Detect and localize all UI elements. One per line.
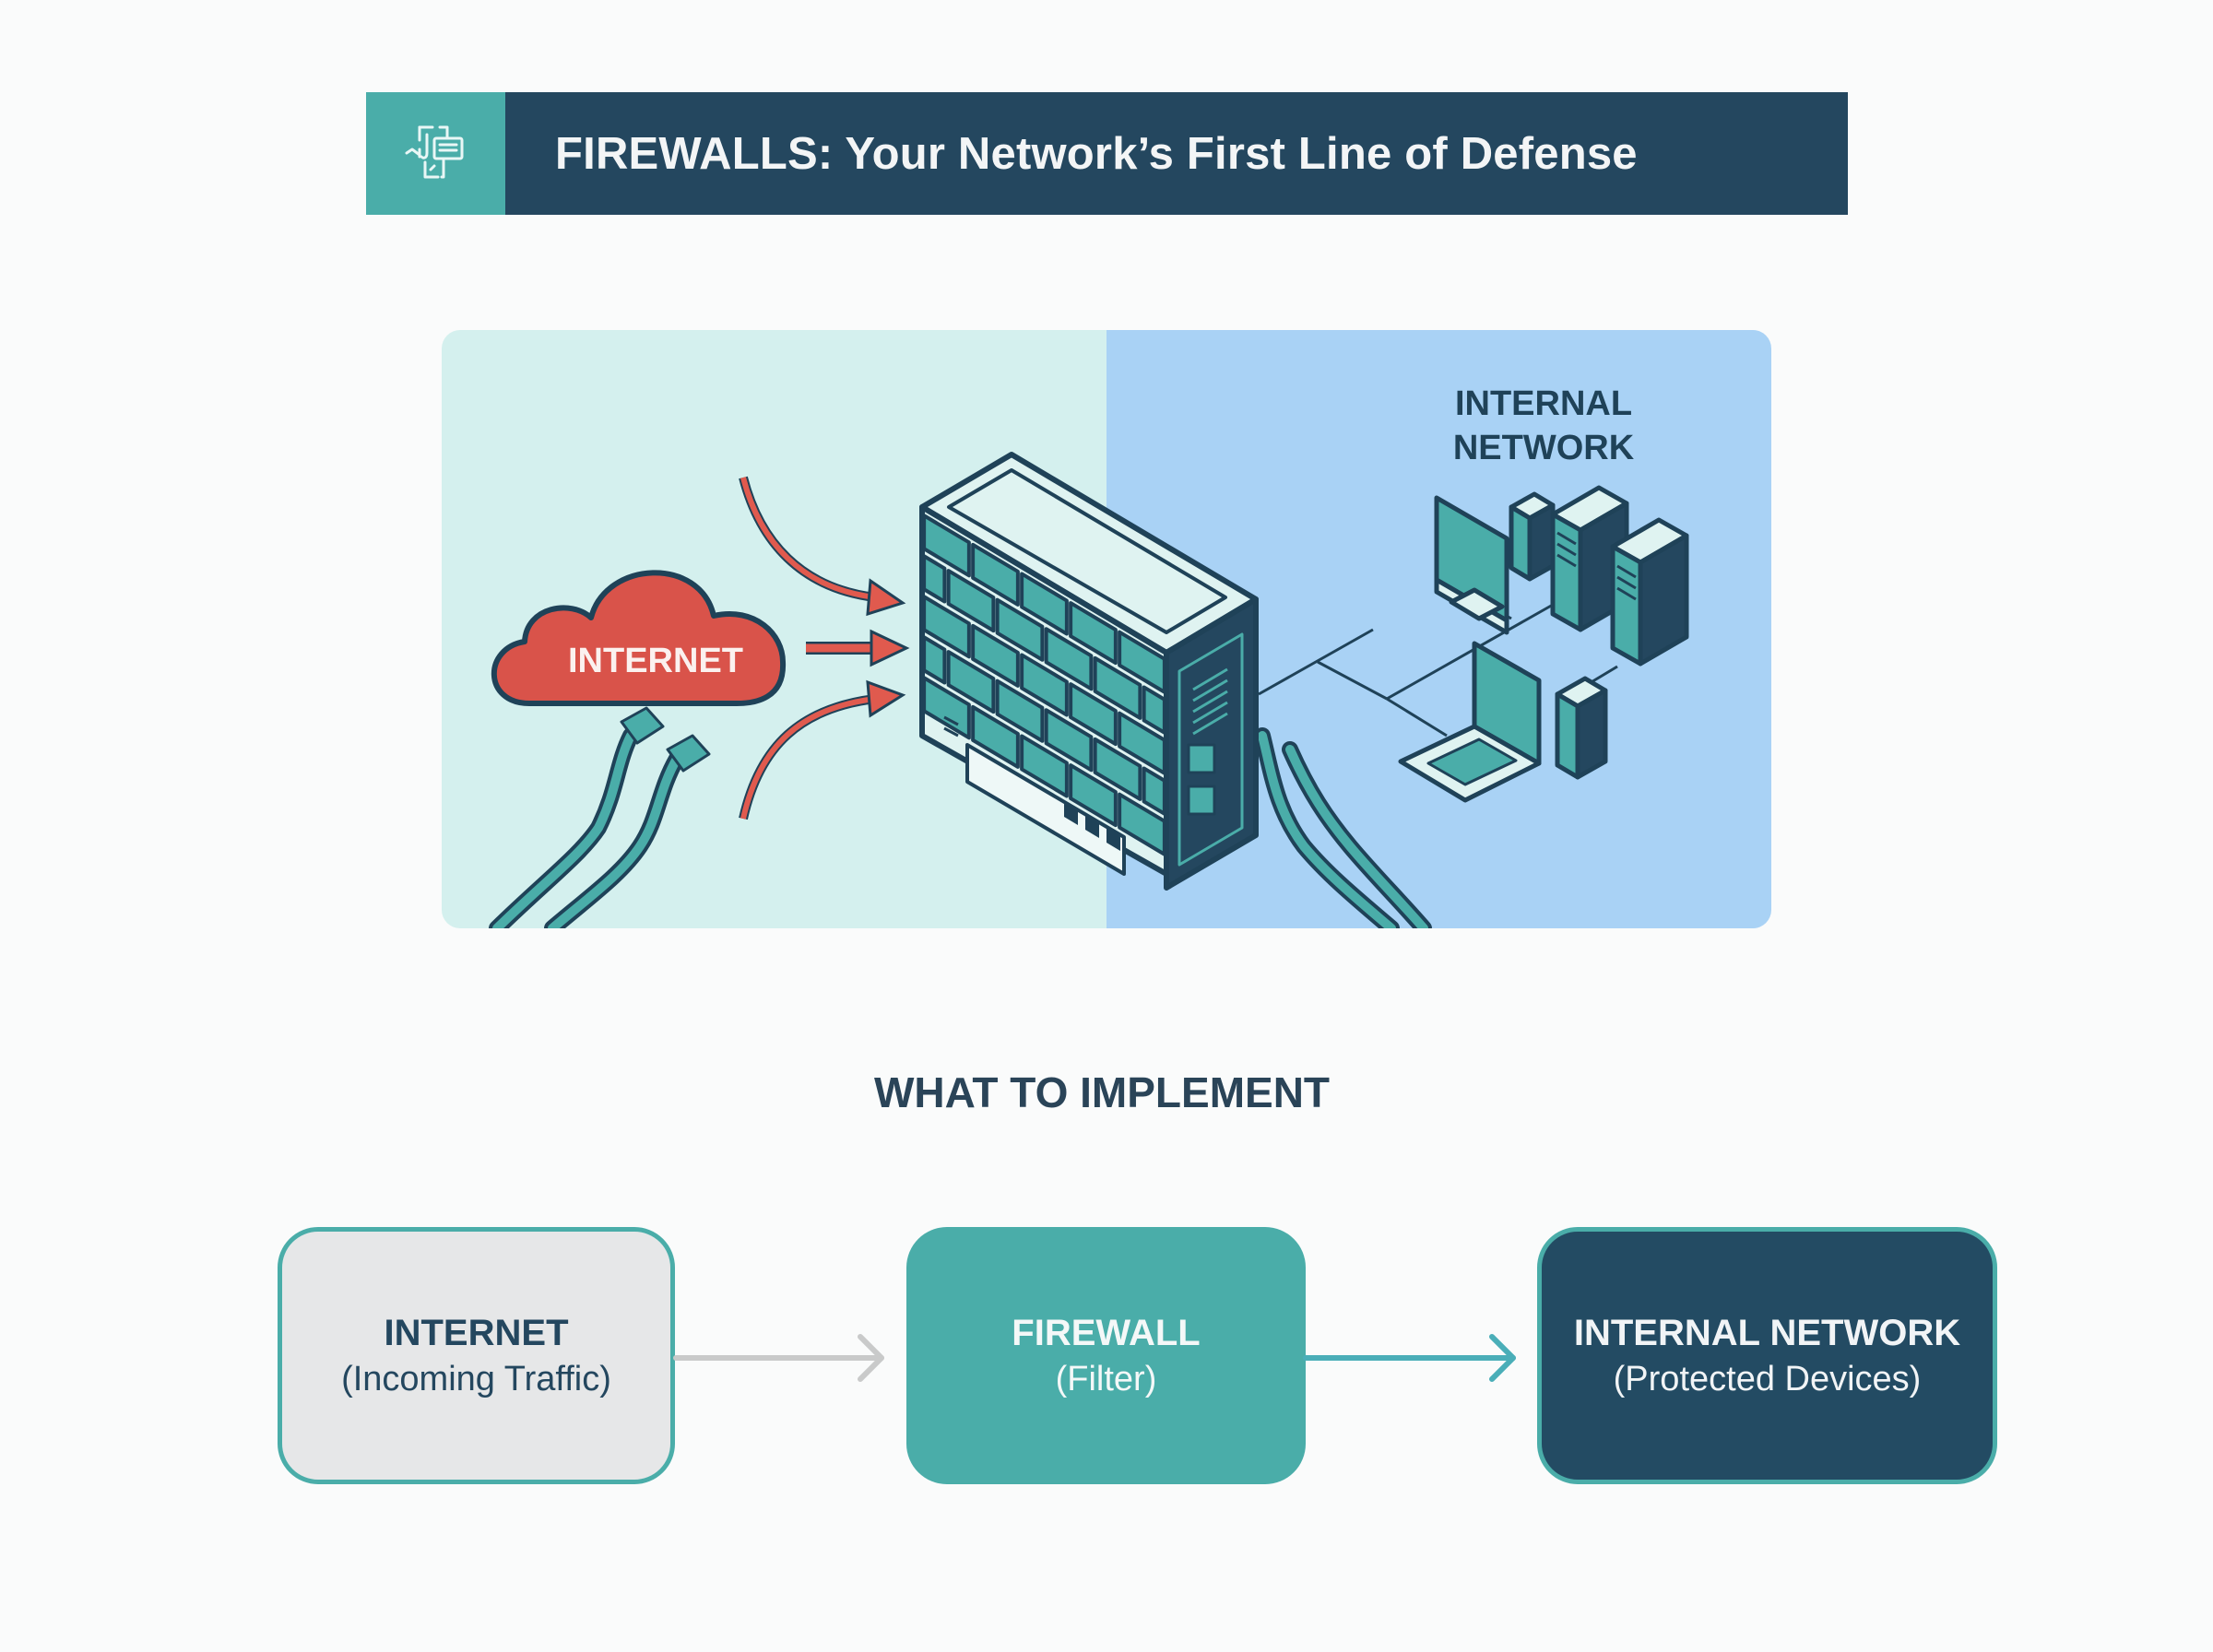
brick	[971, 542, 1020, 607]
brick	[1069, 682, 1118, 747]
brick-wall	[922, 513, 1166, 856]
flow-step-subtitle: (Incoming Traffic)	[341, 1359, 611, 1398]
brick	[995, 678, 1045, 743]
brick	[946, 569, 996, 633]
server-rack-icon	[1550, 485, 1689, 667]
flow-step-firewall: FIREWALL (Filter)	[906, 1227, 1306, 1484]
brick	[1020, 734, 1069, 798]
page-title: FIREWALLS: Your Network’s First Line of …	[555, 128, 1638, 179]
flow-arrows	[673, 1334, 1516, 1382]
desktop-tower-icon	[1555, 676, 1608, 780]
brick	[1069, 763, 1118, 828]
brick	[946, 650, 996, 714]
brick	[922, 513, 971, 578]
internal-network-label-line2: NETWORK	[1453, 429, 1635, 467]
brick	[1020, 572, 1069, 636]
flow-arrow-internet-to-firewall	[673, 1334, 884, 1382]
internet-cloud-icon: INTERNET	[491, 570, 787, 706]
network-cables	[489, 727, 1432, 928]
network-document-icon	[405, 125, 463, 178]
brick	[922, 635, 947, 685]
brick	[1118, 792, 1166, 856]
brick	[922, 554, 947, 604]
firewall-appliance-icon	[620, 452, 1259, 891]
brick	[1093, 655, 1142, 720]
laptop-icon	[1398, 641, 1542, 803]
brick	[971, 623, 1020, 688]
brick	[1142, 685, 1166, 735]
firewall-illustration: INTERNET	[442, 330, 1771, 928]
brick	[1044, 627, 1094, 691]
flow-arrow-firewall-to-internal	[1303, 1334, 1516, 1382]
brick	[971, 704, 1020, 769]
brick	[1142, 766, 1166, 816]
brick	[1020, 653, 1069, 717]
internal-network-label-line1: INTERNAL	[1455, 384, 1632, 423]
flow-step-internal-network: INTERNAL NETWORK (Protected Devices)	[1537, 1227, 1997, 1484]
flow-step-subtitle: (Protected Devices)	[1613, 1359, 1922, 1398]
incoming-traffic-arrows	[739, 476, 910, 820]
brick	[1118, 711, 1166, 775]
title-icon-block	[366, 92, 505, 215]
flow-step-title: FIREWALL	[1012, 1312, 1201, 1353]
flow-step-internet: INTERNET (Incoming Traffic)	[278, 1227, 675, 1484]
brick	[922, 676, 971, 740]
brick	[922, 595, 971, 659]
brick	[995, 597, 1045, 662]
section-heading: WHAT TO IMPLEMENT	[873, 1068, 1331, 1116]
brick	[1118, 630, 1166, 694]
cloud-label: INTERNET	[568, 642, 743, 680]
brick	[1044, 708, 1094, 773]
flow-step-title: INTERNAL NETWORK	[1573, 1312, 1961, 1353]
title-banner: FIREWALLS: Your Network’s First Line of …	[366, 92, 1848, 215]
flow-step-title: INTERNET	[384, 1312, 569, 1353]
brick	[1093, 737, 1142, 801]
flow-step-subtitle: (Filter)	[1055, 1359, 1157, 1398]
brick	[1069, 601, 1118, 666]
